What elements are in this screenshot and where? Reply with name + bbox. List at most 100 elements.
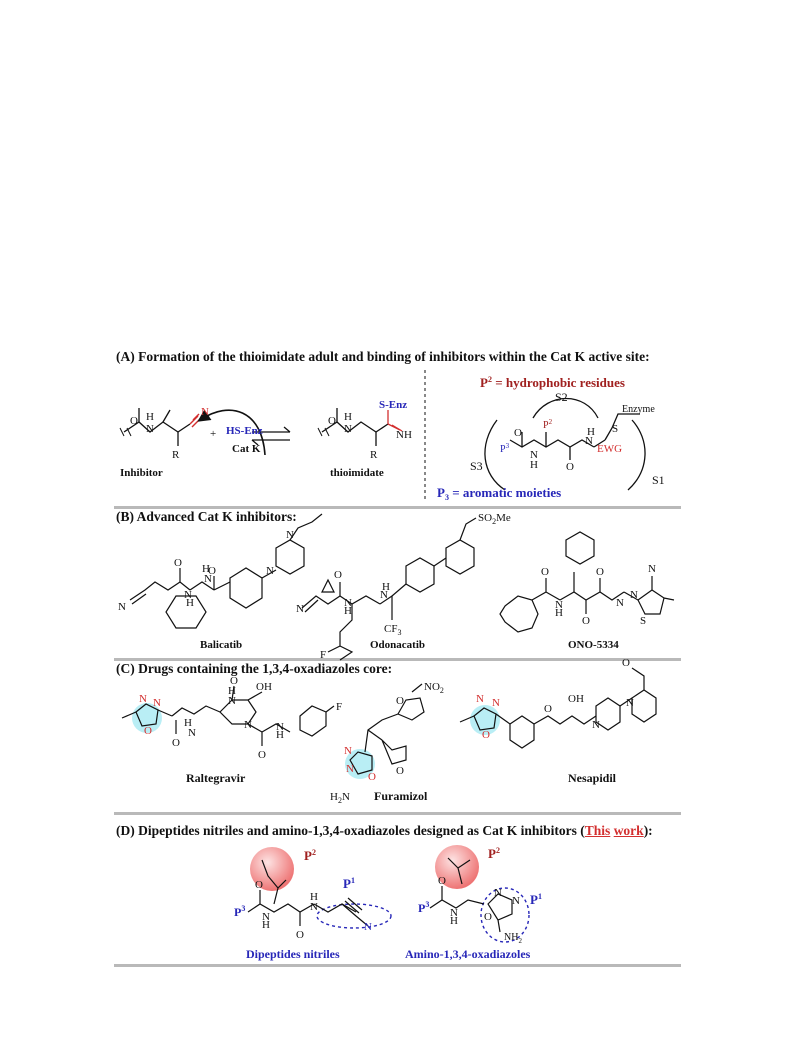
o-f-label: F [320, 649, 326, 661]
h2-label: H [587, 426, 595, 438]
d-o1: O [255, 879, 263, 891]
p3-caption: P3 = aromatic moieties [437, 485, 561, 502]
d-p3-left: P3 [234, 904, 245, 919]
b-nitrile-n: N [118, 601, 126, 613]
o1-label: O [514, 427, 522, 439]
n-n3: N [592, 719, 600, 731]
b-o2: O [208, 565, 216, 577]
section-b-title: (B) Advanced Cat K inhibitors: [116, 509, 297, 524]
ono-n2: N [616, 597, 624, 609]
d-h2: H [310, 891, 318, 903]
p2-caption: P2 = hydrophobic residues [480, 375, 625, 390]
b-o1: O [174, 557, 182, 569]
ono-o1: O [541, 566, 549, 578]
s2-label: S2 [555, 390, 568, 404]
o2-label: O [566, 461, 574, 473]
f-o2: O [396, 695, 404, 707]
section-d-labels: P2 P1 P3 O N H O H N N Dipeptides nitril… [234, 846, 542, 961]
n-n2: N [492, 697, 500, 709]
a-plus: + [210, 428, 216, 440]
balicatib-structure [129, 513, 323, 629]
d-p2-left: P2 [304, 848, 316, 863]
divider-d [114, 964, 681, 967]
ono-structure [499, 531, 675, 633]
hs-enz-label: HS-Enz [226, 425, 263, 437]
n-oh: OH [568, 693, 584, 705]
d-n2: N [310, 901, 318, 913]
section-a-title: (A) Formation of the thioimidate adult a… [116, 349, 650, 364]
r-o1: O [144, 725, 152, 737]
a-h-label: H [146, 411, 154, 423]
r-n6: N [276, 721, 284, 733]
section-c-drawing [121, 667, 657, 779]
r-h3: H [276, 729, 284, 741]
s-label: S [612, 423, 618, 435]
odanacatib-structure [301, 517, 477, 661]
a-nitrile-n-label: N [201, 406, 209, 418]
r-n3: N [188, 727, 196, 739]
thioimidate-structure [317, 408, 403, 446]
ono-label: ONO-5334 [568, 639, 619, 651]
r-o4: O [258, 749, 266, 761]
r-n2: N [153, 697, 161, 709]
o-o1: O [334, 569, 342, 581]
b-h2: H [202, 563, 210, 575]
ono-n1: N [555, 599, 563, 611]
a-r-label: R [172, 449, 180, 461]
oxadiazole-p1-ellipse [480, 887, 530, 943]
o-h2: H [382, 581, 390, 593]
d-p2-right: P2 [488, 846, 500, 861]
p3-small: P3 [500, 442, 510, 455]
t-n-label: N [344, 423, 352, 435]
section-d-title-post: ): [643, 823, 653, 838]
raltegravir-label: Raltegravir [186, 771, 246, 785]
d-o3: O [438, 875, 446, 887]
f-o1: O [368, 771, 376, 783]
r-h1: H [184, 717, 192, 729]
b-h1: H [186, 597, 194, 609]
this-link[interactable]: This [584, 823, 611, 838]
section-c-labels: N N O H N O H N O OH N O N H F Raltegrav… [139, 657, 634, 805]
section-a-drawing [119, 370, 646, 500]
b-n2: N [204, 573, 212, 585]
r-oh: OH [256, 681, 272, 693]
cat-k-label: Cat K [232, 443, 261, 455]
divider-b [114, 658, 681, 661]
d-nitrile-n: N [364, 921, 372, 933]
t-r-label: R [370, 449, 378, 461]
r-n4: N [228, 695, 236, 707]
section-b-labels: N O N H H N O N N Balicatib N O N H N H … [118, 512, 656, 661]
r-o2: O [172, 737, 180, 749]
cf3-label: CF3 [384, 623, 401, 637]
n2-label: N [585, 435, 593, 447]
n-o2: O [544, 703, 552, 715]
ewg-label: EWG [597, 443, 622, 455]
h1-label: H [530, 459, 538, 471]
r-n5: N [244, 719, 252, 731]
d-p1-right: P1 [530, 892, 542, 907]
dipeptide-p2-sphere [250, 847, 294, 891]
d-n1: N [262, 911, 270, 923]
active-site-pockets [484, 397, 646, 491]
o-h1: H [344, 605, 352, 617]
n-n1: N [476, 693, 484, 705]
section-c-title: (C) Drugs containing the 1,3,4-oxadiazol… [116, 661, 393, 676]
r-n1: N [139, 693, 147, 705]
d-nh2: NH2 [504, 932, 522, 945]
work-link[interactable]: work [613, 823, 644, 838]
o-n1: N [344, 597, 352, 609]
divider-c [114, 812, 681, 815]
enzyme-label: Enzyme [622, 404, 655, 415]
t-o-label: O [328, 415, 336, 427]
odanacatib-label: Odonacatib [370, 639, 425, 651]
ono-h1: H [555, 607, 563, 619]
ono-n3: N [630, 589, 638, 601]
o-nitrile-n: N [296, 603, 304, 615]
r-f: F [336, 701, 342, 713]
thioimidate-label: thioimidate [330, 467, 384, 479]
b-n1: N [184, 589, 192, 601]
raltegravir-oxadiazole-highlight [132, 703, 162, 733]
s3-label: S3 [470, 459, 483, 473]
d-h3: H [450, 915, 458, 927]
